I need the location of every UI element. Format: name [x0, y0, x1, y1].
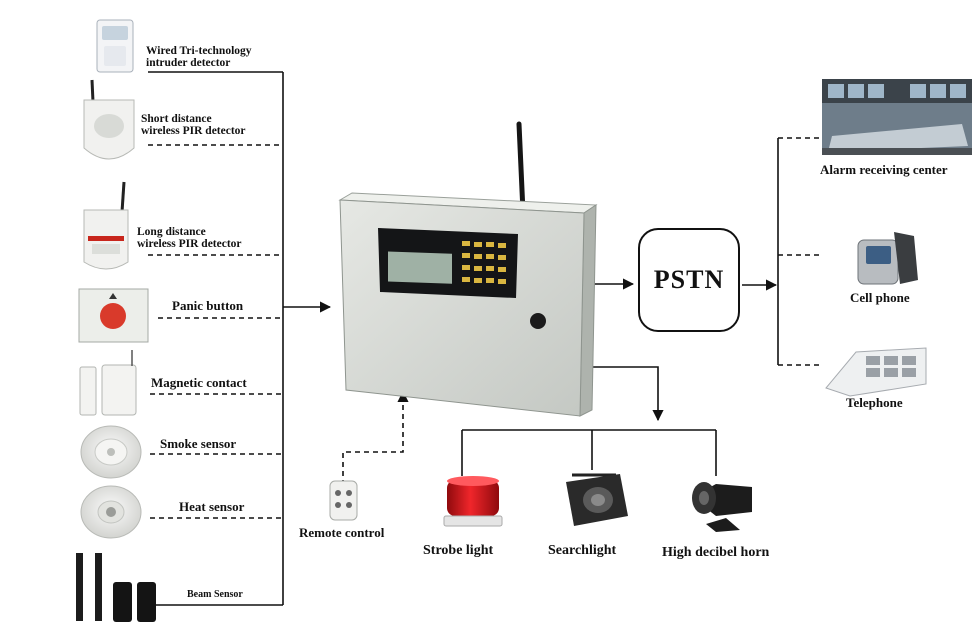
panic-button-icon [78, 288, 149, 343]
heat-sensor-icon [80, 485, 142, 539]
label-line: intruder detector [146, 57, 231, 69]
beam-sensor-icon [76, 553, 156, 622]
cell-phone-icon [857, 232, 918, 285]
label-line: Short distance [141, 113, 212, 125]
horn-icon [692, 482, 752, 532]
pstn-label: PSTN [653, 265, 725, 294]
panel-lcd [388, 251, 452, 284]
label-searchlight: Searchlight [548, 543, 617, 558]
label-remote-control: Remote control [299, 525, 385, 540]
label-beam-sensor: Beam Sensor [187, 589, 243, 600]
label-telephone: Telephone [846, 395, 903, 410]
pstn-node: PSTN [638, 228, 740, 332]
label-wired-detector: Wired Tri-technology intruder detector [146, 45, 252, 69]
searchlight-icon [566, 473, 628, 526]
label-line: wireless PIR detector [137, 238, 242, 250]
strobe-light-icon [443, 476, 503, 527]
panel-keypad-keys [462, 241, 506, 284]
label-magnetic-contact: Magnetic contact [151, 375, 247, 390]
alarm-control-panel [338, 121, 598, 417]
label-smoke-sensor: Smoke sensor [160, 436, 237, 451]
label-short-pir: Short distance wireless PIR detector [141, 113, 246, 137]
panel-antenna [516, 121, 526, 215]
smoke-sensor-icon [80, 425, 142, 479]
control-room-icon [822, 79, 972, 155]
remote-link-line [342, 390, 409, 485]
pir-detector-long-icon [83, 181, 129, 270]
magnetic-contact-icon [79, 350, 137, 416]
panel-to-outputs-arrow [583, 366, 664, 422]
panel-lock-icon [530, 313, 546, 329]
label-long-pir: Long distance wireless PIR detector [137, 226, 242, 250]
label-line: Wired Tri-technology [146, 45, 252, 57]
connector-lines [148, 71, 822, 606]
remote-control-icon [329, 480, 358, 521]
wired-detector-icon [96, 19, 134, 73]
label-horn: High decibel horn [662, 545, 770, 560]
label-panic-button: Panic button [172, 298, 244, 313]
label-cell-phone: Cell phone [850, 290, 910, 305]
label-line: Long distance [137, 226, 206, 238]
label-strobe-light: Strobe light [423, 543, 494, 558]
label-heat-sensor: Heat sensor [179, 499, 245, 514]
label-alarm-receiving-center: Alarm receiving center [820, 162, 948, 177]
pir-detector-icon [83, 79, 135, 160]
label-line: wireless PIR detector [141, 125, 246, 137]
telephone-icon [825, 347, 927, 397]
